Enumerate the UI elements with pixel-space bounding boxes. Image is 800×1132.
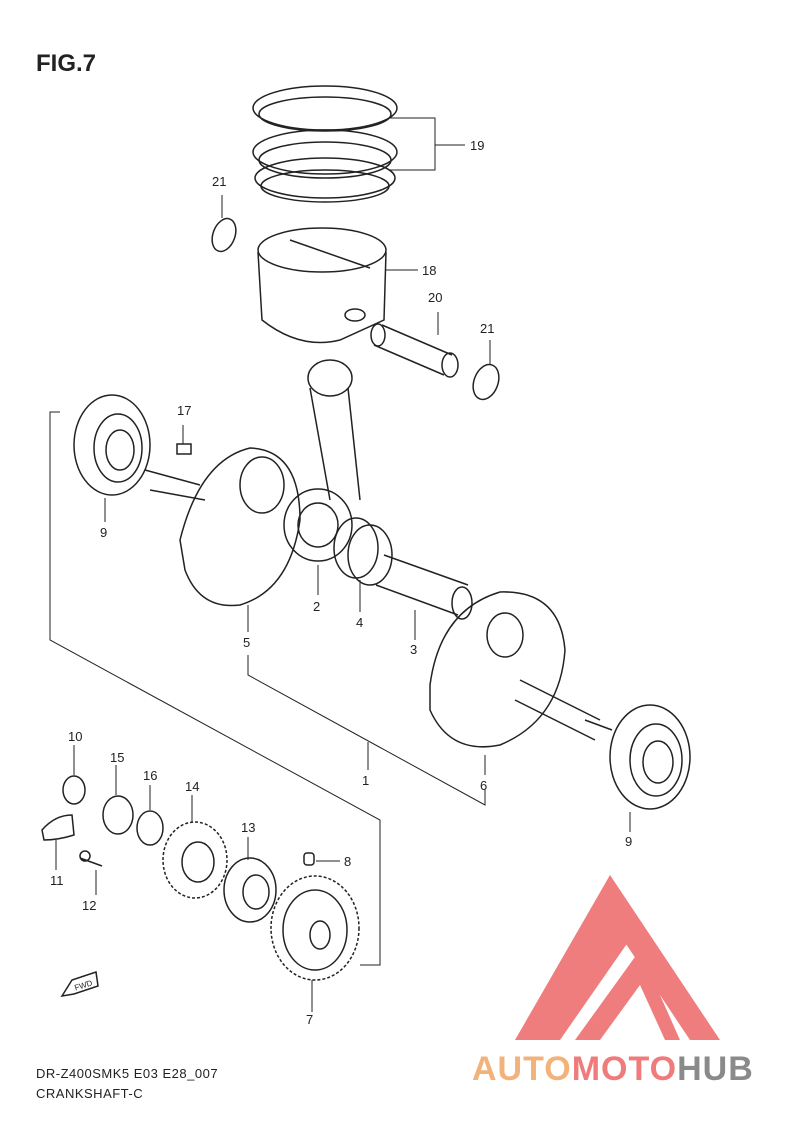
callout-7: 7 xyxy=(306,1012,313,1027)
callout-10: 10 xyxy=(68,729,82,744)
callout-6: 6 xyxy=(480,778,487,793)
bearing-right xyxy=(609,704,691,810)
pin-8 xyxy=(303,852,315,866)
callout-11: 11 xyxy=(50,873,64,888)
crank-pin xyxy=(375,554,473,620)
callout-3: 3 xyxy=(410,642,417,657)
brand-auto: AUTO xyxy=(472,1050,572,1088)
leader-lines xyxy=(55,117,631,1012)
piston-pin xyxy=(370,323,459,378)
callout-14: 14 xyxy=(185,779,199,794)
key xyxy=(176,443,192,455)
watermark-logo-icon xyxy=(515,875,720,1040)
piston xyxy=(257,227,387,344)
watermark-brand: AUTOMOTOHUB xyxy=(472,1050,754,1089)
callout-13: 13 xyxy=(241,820,255,835)
callout-2: 2 xyxy=(313,599,320,614)
footer-section-name: CRANKSHAFT-C xyxy=(36,1086,144,1101)
callout-16: 16 xyxy=(143,768,157,783)
assembly-bracket xyxy=(49,411,486,966)
circlip-left xyxy=(211,217,237,253)
footer-model-code: DR-Z400SMK5 E03 E28_007 xyxy=(36,1066,219,1081)
callout-9-left: 9 xyxy=(100,525,107,540)
callout-19: 19 xyxy=(470,138,484,153)
callouts: 19 18 20 21 21 17 9 2 4 3 5 1 6 9 10 15 … xyxy=(50,138,632,1027)
connecting-rod xyxy=(283,359,361,562)
piston-rings xyxy=(252,85,398,203)
needle-bearing xyxy=(333,517,393,586)
sprocket-13 xyxy=(223,857,277,923)
callout-21-right: 21 xyxy=(480,321,494,336)
callout-5: 5 xyxy=(243,635,250,650)
brand-moto: MOTO xyxy=(571,1050,678,1088)
callout-9-right: 9 xyxy=(625,834,632,849)
gear-14 xyxy=(162,821,228,899)
callout-15: 15 xyxy=(110,750,124,765)
figure-title: FIG.7 xyxy=(36,50,97,77)
crank-web-left xyxy=(144,447,301,607)
callout-21-left: 21 xyxy=(212,174,226,189)
callout-18: 18 xyxy=(422,263,436,278)
callout-8: 8 xyxy=(344,854,351,869)
brand-hub: HUB xyxy=(677,1050,754,1088)
callout-17: 17 xyxy=(177,403,191,418)
crank-web-right xyxy=(429,591,613,748)
callout-12: 12 xyxy=(82,898,96,913)
small-parts xyxy=(41,775,164,867)
circlip-right xyxy=(472,363,500,401)
gear-7 xyxy=(270,875,360,981)
callout-4: 4 xyxy=(356,615,363,630)
callout-1: 1 xyxy=(362,773,369,788)
fwd-arrow-icon: FWD xyxy=(60,971,99,998)
bearing-left xyxy=(73,394,151,496)
callout-20: 20 xyxy=(428,290,442,305)
